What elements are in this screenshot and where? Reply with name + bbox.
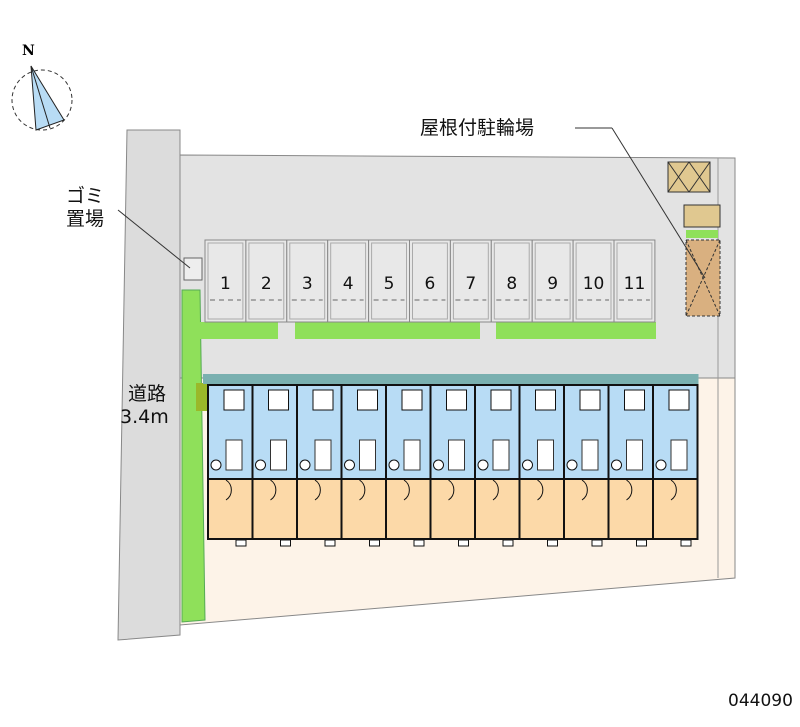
apartment-unit (607, 384, 654, 547)
parking-space: 3 (286, 239, 329, 323)
parking-space-number: 8 (506, 274, 517, 294)
garbage-label: ゴミ 置場 (66, 185, 105, 231)
garbage-label-line2: 置場 (66, 208, 105, 230)
parking-space-number: 9 (547, 274, 558, 294)
green-strip-3 (496, 322, 656, 339)
parking-space: 6 (409, 239, 451, 323)
apartment-unit (296, 384, 343, 547)
parking-space-number: 7 (465, 274, 476, 294)
apartment-unit (385, 384, 432, 547)
bicycle-parking-label: 屋根付駐輪場 (420, 117, 535, 140)
parking-space: 2 (245, 239, 288, 323)
parking-space-number: 11 (624, 274, 646, 294)
north-label: N (22, 43, 35, 59)
bike-rack (683, 204, 721, 228)
apartment-unit (563, 384, 610, 547)
road (117, 129, 181, 641)
parking-space: 1 (204, 239, 247, 323)
parking-space-number: 5 (384, 274, 395, 294)
parking-space-number: 1 (220, 274, 231, 294)
green-strip-2 (295, 322, 480, 339)
compass-icon (11, 65, 73, 131)
parking-space: 5 (368, 239, 411, 323)
parking-space-number: 6 (425, 274, 436, 294)
green-strip-1 (200, 322, 278, 339)
parking-space: 10 (572, 239, 615, 323)
apartment-unit (340, 384, 387, 547)
storage-box (667, 161, 711, 193)
apartment-unit (518, 384, 565, 547)
apartment-unit (251, 384, 298, 547)
apartment-unit (474, 384, 521, 547)
garbage-label-line1: ゴミ (66, 185, 105, 207)
parking-space-number: 10 (583, 274, 605, 294)
parking-space-number: 3 (302, 274, 313, 294)
parking-space: 8 (490, 239, 533, 323)
road-label-line1: 道路 (128, 383, 167, 405)
apartment-unit (207, 384, 254, 547)
parking-space: 4 (327, 239, 370, 323)
parking-space: 9 (531, 239, 574, 323)
parking-space-number: 2 (261, 274, 272, 294)
parking-space-number: 4 (343, 274, 354, 294)
road-width: 3.4m (120, 406, 169, 428)
road-label: 道路 3.4m (120, 383, 169, 429)
apartment-unit (652, 384, 699, 547)
apartment-unit (429, 384, 476, 547)
parking-space: 11 (613, 239, 656, 323)
garbage-area (183, 257, 203, 281)
green-strip-left (181, 289, 206, 623)
property-code: 044090 (728, 690, 793, 713)
parking-space: 7 (449, 239, 492, 323)
